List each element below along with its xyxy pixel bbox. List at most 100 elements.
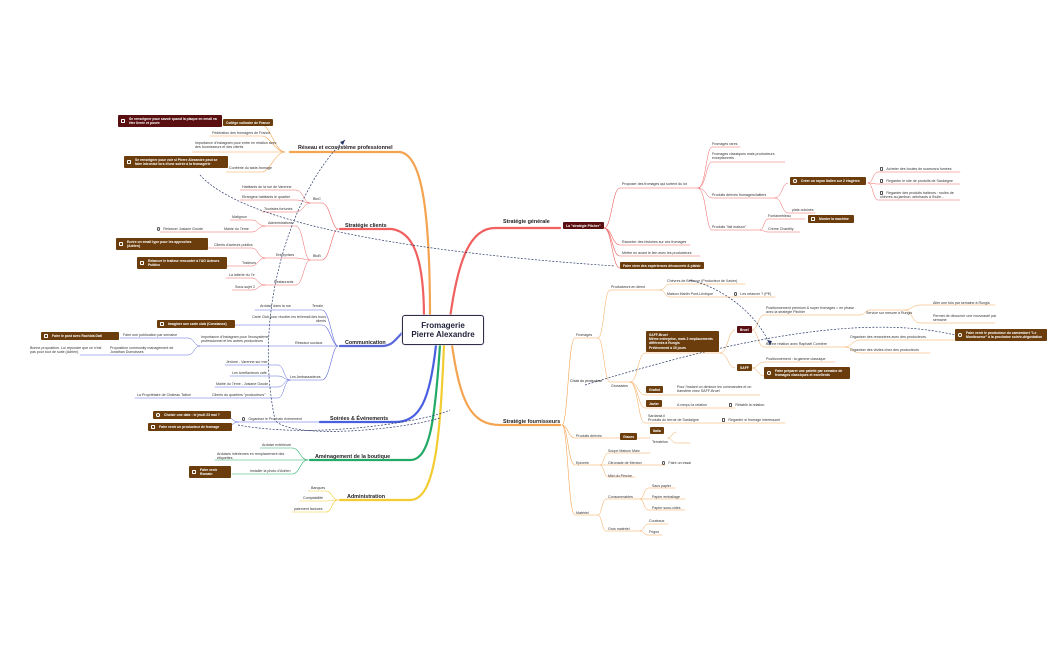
rs-item-instagram[interactable]: Importance d'Instagram pour l'ecosystème… bbox=[201, 335, 269, 344]
btoc-item-etrangers[interactable]: Etrangers habitants le quartier bbox=[242, 195, 291, 199]
epicerie-item-soupe[interactable]: Soupe Maison Marc bbox=[608, 449, 640, 453]
checkbox-icon[interactable] bbox=[734, 292, 738, 296]
direct-item-martin[interactable]: Maison Martin Pont-Lévêque bbox=[667, 292, 713, 296]
entreprises-item-traiteurs[interactable]: Traiteurs bbox=[242, 261, 257, 265]
direct-item-chevres[interactable]: Chèvres de Bellevue (Producteur de Xavie… bbox=[667, 279, 738, 283]
reseau-item-confrerie[interactable]: Confrérie du taste-fromage bbox=[229, 166, 272, 170]
checkbox-icon[interactable] bbox=[880, 179, 884, 183]
maison-item-chantilly[interactable]: Crème Chantilly bbox=[768, 227, 794, 231]
node-materiel[interactable]: Matériel bbox=[576, 511, 589, 515]
entreprises-item-clients[interactable]: Clients d'acteurs publics bbox=[214, 243, 253, 247]
checkbox-icon[interactable] bbox=[160, 321, 164, 326]
checkbox-icon[interactable] bbox=[156, 412, 160, 417]
gros-item-couteaux[interactable]: Couteaux bbox=[649, 519, 665, 523]
checkbox-icon[interactable] bbox=[242, 417, 246, 421]
checkbox-icon[interactable] bbox=[767, 371, 771, 375]
derives-item-plats[interactable]: plats cuisinés bbox=[792, 208, 814, 212]
sg-item-lien[interactable]: Mettre en avant le lien avec les product… bbox=[622, 251, 692, 255]
proposer-item-rares[interactable]: Fromages rares bbox=[712, 142, 738, 146]
task-monter-machine[interactable]: Monter la machine bbox=[808, 215, 854, 224]
task-faire-venir-producteur[interactable]: Faire venir un producteur de fromage bbox=[148, 423, 232, 432]
btoc-item-touristes[interactable]: Touristes fortunés bbox=[264, 207, 293, 211]
javier-item[interactable]: A rompu la relation bbox=[677, 403, 707, 407]
node-epicerie[interactable]: Epicerie bbox=[576, 461, 589, 465]
checkbox-icon[interactable] bbox=[958, 333, 962, 337]
node-choix-producteur[interactable]: Choix du producteur bbox=[570, 379, 603, 383]
restaurants-item-laiterie[interactable]: La laiterie du 7e bbox=[229, 273, 255, 277]
node-entreprises[interactable]: Entreprises bbox=[276, 253, 295, 257]
task-moniteureur[interactable]: Faire venir le producteur du camembert "… bbox=[955, 329, 1047, 342]
checkbox-icon[interactable] bbox=[192, 470, 196, 474]
relation-item-visites[interactable]: Organiser des visites chez des producteu… bbox=[850, 348, 919, 352]
node-producteurs-direct[interactable]: Producteurs en direct bbox=[611, 285, 646, 289]
task-rayon-italien[interactable]: Créer un rayon Italien sur 2 étagères bbox=[790, 177, 866, 186]
task-plaque-email[interactable]: Se renseigner pour savoir quand la plaqu… bbox=[118, 115, 222, 128]
node-reseaux-sociaux[interactable]: Réseaux sociaux bbox=[295, 341, 323, 345]
bruel-service[interactable]: Service sur mesure à Rungis bbox=[866, 311, 913, 315]
amen-item-ardoise-ext[interactable]: Ardoise extérieure bbox=[262, 443, 292, 447]
checkbox-icon[interactable] bbox=[157, 227, 161, 231]
task-retablir-relation[interactable]: Rétablir la relation bbox=[729, 403, 764, 407]
task-palette[interactable]: Faire préparer une palette par semaine d… bbox=[764, 367, 850, 380]
checkbox-icon[interactable] bbox=[729, 403, 733, 407]
branch-communication[interactable]: Communication bbox=[345, 340, 386, 346]
checkbox-icon[interactable] bbox=[793, 178, 797, 183]
tag-strategie-pitcher[interactable]: La "stratégie Pitcher" bbox=[563, 222, 604, 229]
admin-item-matignon[interactable]: Matignon bbox=[232, 215, 247, 219]
admin-item-factures[interactable]: paiement factures bbox=[294, 507, 323, 511]
node-btoc[interactable]: BtoC bbox=[313, 197, 321, 201]
saff-bruel-box[interactable]: SAFF-Bruel Même entreprise, mais 2 empla… bbox=[646, 331, 719, 352]
rs-item-publication[interactable]: Faire une publication par semaine bbox=[123, 333, 178, 337]
conso-item-sacs[interactable]: Sacs papier bbox=[652, 484, 671, 488]
proposer-item-maison[interactable]: Produits "fait maison" bbox=[712, 225, 747, 229]
task-fromage-interessant[interactable]: Regarder si fromage interessant bbox=[722, 418, 780, 422]
epicerie-item-miel[interactable]: Miel du Perche bbox=[608, 474, 632, 478]
conso-item-sous-vides[interactable]: Papier sous-vides bbox=[652, 506, 681, 510]
task-intronisation[interactable]: Se renseigner pour voir si Pierre Alexan… bbox=[124, 156, 228, 169]
tag-saff[interactable]: SAFF bbox=[737, 364, 752, 371]
node-proposer[interactable]: Proposer des fromages qui sortent du lot bbox=[622, 182, 687, 186]
reseau-tag-college[interactable]: Collège culinaire de France bbox=[223, 119, 274, 126]
task-relancer-pe[interactable]: Les relancer ? (PE) bbox=[734, 292, 771, 296]
service-item-nouveaute[interactable]: Permet de découvrir une nouveauté par se… bbox=[933, 314, 997, 323]
amb-item-torrefacteurs[interactable]: Les torréfacteurs café bbox=[232, 371, 267, 375]
checkbox-icon[interactable] bbox=[44, 333, 48, 338]
tag-glaces[interactable]: Glaces bbox=[620, 433, 638, 440]
restaurants-item-sous-sujet[interactable]: Sous-sujet 2 bbox=[235, 285, 255, 289]
branch-strategie-clients[interactable]: Stratégie clients bbox=[345, 223, 387, 229]
tag-javier[interactable]: Javier bbox=[646, 400, 662, 407]
branch-strategie-generale[interactable]: Stratégie générale bbox=[503, 219, 550, 225]
epicerie-item-citronade[interactable]: Citronade de Menton bbox=[608, 461, 642, 465]
proposer-item-classiques[interactable]: Fromages classiques mais producteurs exc… bbox=[712, 152, 775, 161]
checkbox-icon[interactable] bbox=[119, 242, 123, 246]
tag-grafiot[interactable]: Grafiot bbox=[646, 386, 664, 393]
admin-item-comptabilite[interactable]: Comptabilité bbox=[303, 496, 323, 500]
task-email-type[interactable]: Ecrire un email type pour les approches … bbox=[116, 238, 208, 251]
task-faire-venir-romain[interactable]: Faire venir Romain bbox=[189, 466, 231, 479]
italien-sub-sardaigne[interactable]: Regarder le site de produits de Sardaign… bbox=[880, 179, 953, 183]
checkbox-icon[interactable] bbox=[662, 461, 666, 465]
node-grossistes[interactable]: Grossistes bbox=[611, 384, 628, 388]
branch-soirees[interactable]: Soirées & Événements bbox=[330, 416, 389, 422]
amb-item-jerome[interactable]: Jérôme - Varenne sur mer bbox=[226, 360, 268, 364]
node-restaurants[interactable]: Restaurants bbox=[274, 280, 294, 284]
amb-item-clients[interactable]: Clients du quartiers "producteurs" bbox=[212, 393, 266, 397]
branch-reseau[interactable]: Réseau et ecosystème professionnel bbox=[298, 145, 393, 151]
admin-item-banques[interactable]: Banques bbox=[311, 486, 326, 490]
proposer-item-derives[interactable]: Produits dérivés fromagers/laitiers bbox=[712, 193, 767, 197]
service-item-rungis[interactable]: Aller une fois par semaine à Rungis bbox=[933, 301, 990, 305]
tag-italia[interactable]: Italia bbox=[650, 427, 664, 434]
checkbox-icon[interactable] bbox=[140, 261, 144, 265]
checkbox-icon[interactable] bbox=[151, 424, 155, 429]
checkbox-icon[interactable] bbox=[121, 119, 125, 123]
branch-fournisseurs[interactable]: Stratégie fournisseurs bbox=[503, 419, 561, 425]
conso-item-emballage[interactable]: Papier emballage bbox=[652, 495, 680, 499]
node-carte-club[interactable]: Carte Club pour récolter les tel/email d… bbox=[252, 315, 326, 324]
checkbox-icon[interactable] bbox=[880, 167, 884, 171]
node-btob[interactable]: BtoB bbox=[313, 254, 321, 258]
maison-item-fontainebleau[interactable]: Fontainebleau bbox=[768, 214, 791, 218]
sg-item-raconter[interactable]: Raconter des histoires sur ces fromages bbox=[622, 240, 687, 244]
relation-item-rencontres[interactable]: Organiser des rencontres avec des produc… bbox=[850, 335, 926, 339]
branch-administration[interactable]: Administration bbox=[347, 494, 386, 500]
task-relancer-traiteur[interactable]: Relancer le traiteur rencontré à l'AG Ac… bbox=[137, 257, 227, 270]
